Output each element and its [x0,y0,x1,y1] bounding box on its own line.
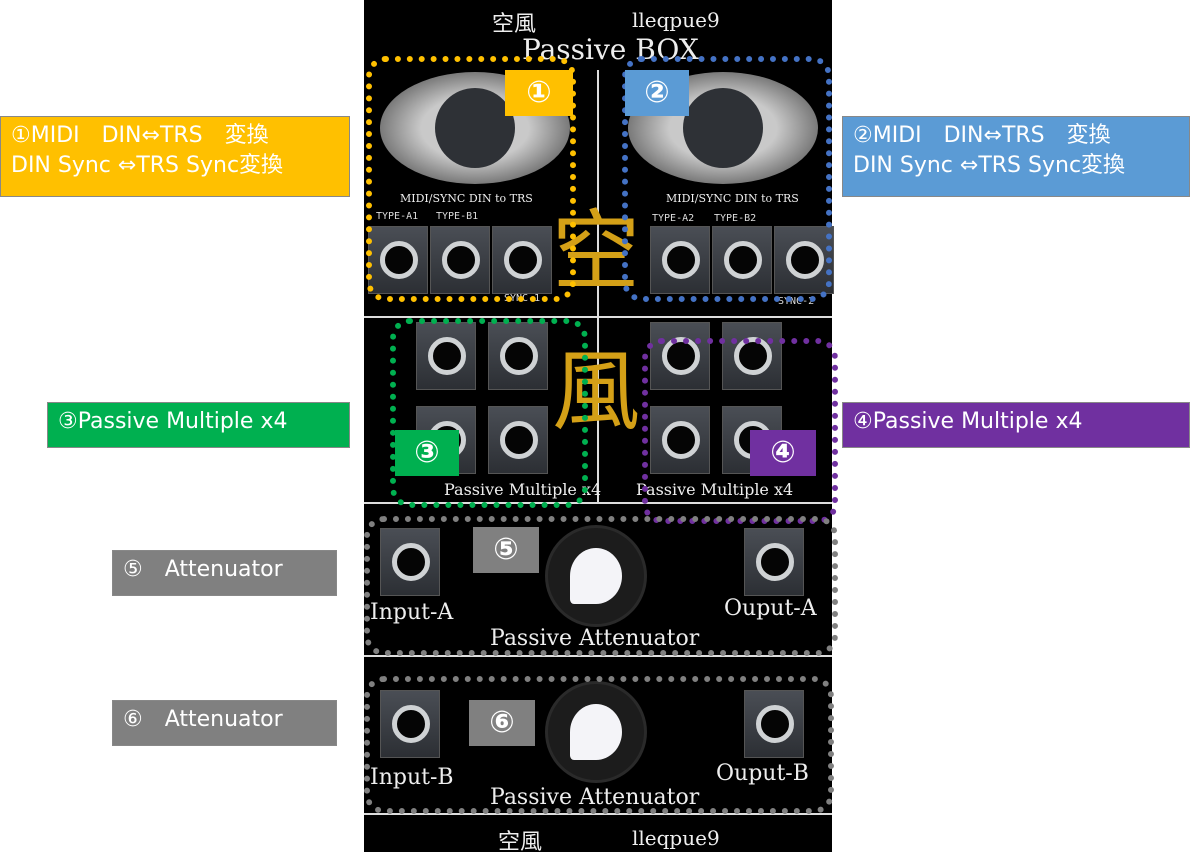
label-output-b: Ouput-B [716,761,809,786]
jack-socket[interactable] [380,690,440,758]
label-input-a: Input-A [370,600,454,625]
callout-2: ②MIDI DIN⇔TRS 変換 DIN Sync ⇔TRS Sync変換 [842,116,1190,197]
region-2-outline [622,56,832,302]
label-output-a: Ouput-A [724,596,817,621]
region-1-outline [366,56,576,302]
callout-3: ③Passive Multiple x4 [47,402,350,448]
jack-socket[interactable] [380,528,440,596]
jack-socket[interactable] [650,226,710,294]
callout-1: ①MIDI DIN⇔TRS 変換 DIN Sync ⇔TRS Sync変換 [0,116,350,197]
label-type-b1: TYPE-B1 [436,211,479,222]
divider [364,316,832,318]
badge-4: ④ [750,430,816,476]
callout-6: ⑥ Attenuator [112,700,337,746]
jack-socket[interactable] [488,322,548,390]
jack-socket[interactable] [744,528,804,596]
jack-socket[interactable] [488,406,548,474]
jack-socket[interactable] [430,226,490,294]
badge-2: ② [625,70,689,116]
brand-jp-top: 空風 [492,12,537,37]
callout-1-line2: DIN Sync ⇔TRS Sync変換 [11,153,284,178]
label-attenuator-a: Passive Attenuator [490,626,700,651]
mult-label-left: Passive Multiple x4 [444,480,602,499]
region-3-outline [390,318,588,508]
jack-socket[interactable] [722,322,782,390]
jack-socket[interactable] [712,226,772,294]
brand-en-bottom: lleqpue9 [632,826,720,850]
jack-socket[interactable] [492,226,552,294]
brand-jp-bottom: 空風 [498,830,543,855]
region-5-outline [364,516,838,656]
callout-2-line2: DIN Sync ⇔TRS Sync変換 [853,153,1126,178]
attenuator-knob-b[interactable] [548,684,644,780]
callout-1-line1: ①MIDI DIN⇔TRS 変換 [11,123,269,148]
callout-4: ④Passive Multiple x4 [842,402,1190,448]
brand-en-top: lleqpue9 [632,8,720,32]
callout-2-line1: ②MIDI DIN⇔TRS 変換 [853,123,1111,148]
divider [364,813,832,815]
callout-5: ⑤ Attenuator [112,550,337,596]
watermark-kanji-2: 風 [552,340,641,443]
mult-label-right: Passive Multiple x4 [636,480,794,499]
label-attenuator-b: Passive Attenuator [490,785,700,810]
badge-3: ③ [395,430,459,476]
label-type-a1: TYPE-A1 [376,211,419,222]
din-caption-2: MIDI/SYNC DIN to TRS [666,192,799,205]
jack-socket[interactable] [744,690,804,758]
divider [597,70,599,502]
region-6-outline [364,676,834,814]
label-type-b2: TYPE-B2 [714,213,757,224]
divider [364,502,832,504]
divider [364,655,832,657]
badge-6: ⑥ [469,700,535,746]
din-caption-1: MIDI/SYNC DIN to TRS [400,192,533,205]
badge-5: ⑤ [473,527,539,573]
label-type-a2: TYPE-A2 [652,213,695,224]
jack-socket[interactable] [650,406,710,474]
badge-1: ① [505,70,573,116]
attenuator-knob-a[interactable] [548,528,644,624]
label-input-b: Input-B [370,765,454,790]
